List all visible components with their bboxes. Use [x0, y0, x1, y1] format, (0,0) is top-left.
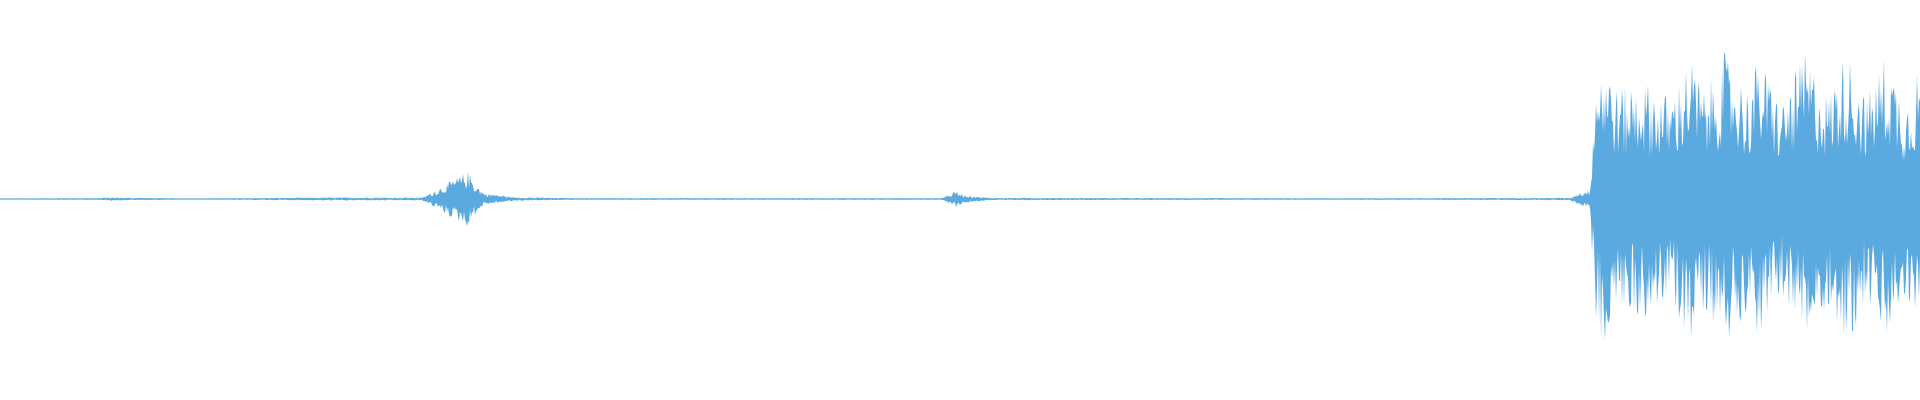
waveform-shape — [0, 52, 1920, 340]
